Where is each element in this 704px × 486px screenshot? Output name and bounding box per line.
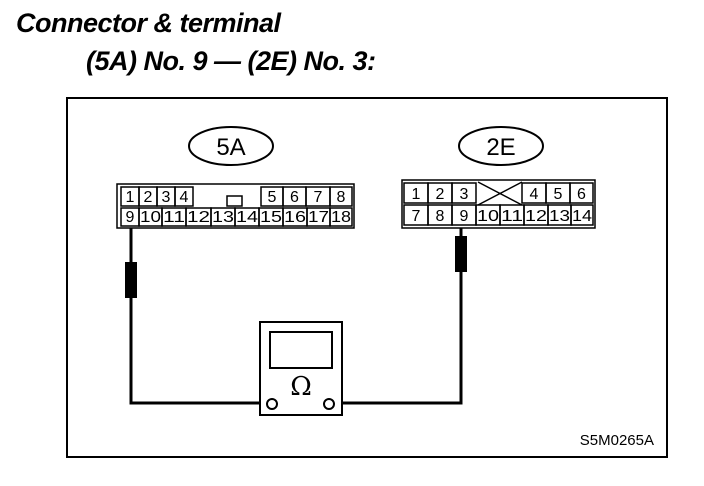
connector-2e-pin-5: 5 (554, 186, 563, 203)
connector-5a-lock-tab (226, 195, 243, 207)
connector-5a-pin-15: 15 (260, 209, 282, 226)
connector-5a-cell (329, 207, 353, 227)
connector-5a-pin-8: 8 (337, 189, 346, 206)
connector-5a-pin-3: 3 (162, 189, 171, 206)
page-title: Connector & terminal (16, 8, 281, 38)
connector-2e-pin-9: 9 (460, 208, 469, 225)
connector-5a-tag-outline (188, 126, 274, 166)
connector-5a-pin-12: 12 (187, 209, 210, 226)
connector-2e-pin-10: 10 (477, 208, 499, 225)
connector-5a-pin-16: 16 (284, 209, 306, 226)
connector-5a-pin-5: 5 (268, 189, 277, 206)
connector-2e-pin-13: 13 (549, 208, 570, 225)
connector-5a-pin-1: 1 (126, 189, 135, 206)
page-subtitle: (5A) No. 9 — (2E) No. 3: (86, 46, 376, 76)
connector-5a-cell (329, 186, 353, 207)
diagram-frame (66, 97, 668, 458)
connector-2e-blank-cross-b (477, 181, 523, 206)
probe-lead-left (129, 228, 272, 405)
connector-2e-tag-outline (458, 126, 544, 166)
ohmmeter-terminal-left (266, 398, 278, 410)
ohmmeter-terminal-right (323, 398, 335, 410)
connector-5a-pin-17: 17 (308, 209, 329, 226)
connector-5a-tag: 5A (188, 126, 274, 166)
probe-lead-right (329, 228, 463, 405)
connector-5a-label: 5A (216, 134, 245, 161)
connector-2e-tag: 2E (458, 126, 544, 166)
connector-5a-pin-10: 10 (140, 209, 161, 226)
connector-5a-body (116, 183, 355, 229)
ohmmeter-display (269, 331, 333, 369)
connector-2e-pin-3: 3 (460, 186, 469, 203)
connector-2e-label: 2E (486, 134, 515, 161)
connector-2e-pin-8: 8 (436, 208, 445, 225)
connector-5a-pin-4: 4 (180, 189, 189, 206)
connector-2e-pin-12: 12 (525, 208, 547, 225)
connector-2e-pin-11: 11 (501, 208, 523, 225)
connector-5a-pin-7: 7 (314, 189, 323, 206)
figure-code: S5M0265A (580, 432, 654, 449)
ohm-symbol: Ω (290, 372, 312, 402)
ohmmeter: Ω (259, 321, 343, 416)
connector-5a-pin-6: 6 (290, 189, 299, 206)
connector-2e-cell (569, 182, 594, 204)
connector-2e-pin-7: 7 (412, 208, 421, 225)
connector-5a-pin-18: 18 (331, 209, 351, 226)
connector-2e-body (401, 179, 596, 229)
connector-2e-pin-6: 6 (577, 186, 586, 203)
probe-tip-left (125, 262, 137, 298)
connector-2e-cell (570, 204, 594, 226)
connector-5a-pin-13: 13 (212, 209, 234, 226)
connector-2e-pin-2: 2 (436, 186, 445, 203)
connector-5a-cell (174, 186, 194, 207)
connector-5a-pin-11: 11 (163, 209, 185, 226)
probe-tip-right (455, 236, 467, 272)
connector-2e-cell (451, 182, 477, 204)
connector-2e-pin-4: 4 (530, 186, 539, 203)
connector-2e-pin-1: 1 (412, 186, 421, 203)
connector-5a-pin-14: 14 (236, 209, 258, 226)
connector-2e-pin-14: 14 (572, 208, 592, 225)
connector-5a-pin-2: 2 (144, 189, 153, 206)
connector-5a-pin-9: 9 (126, 209, 135, 226)
